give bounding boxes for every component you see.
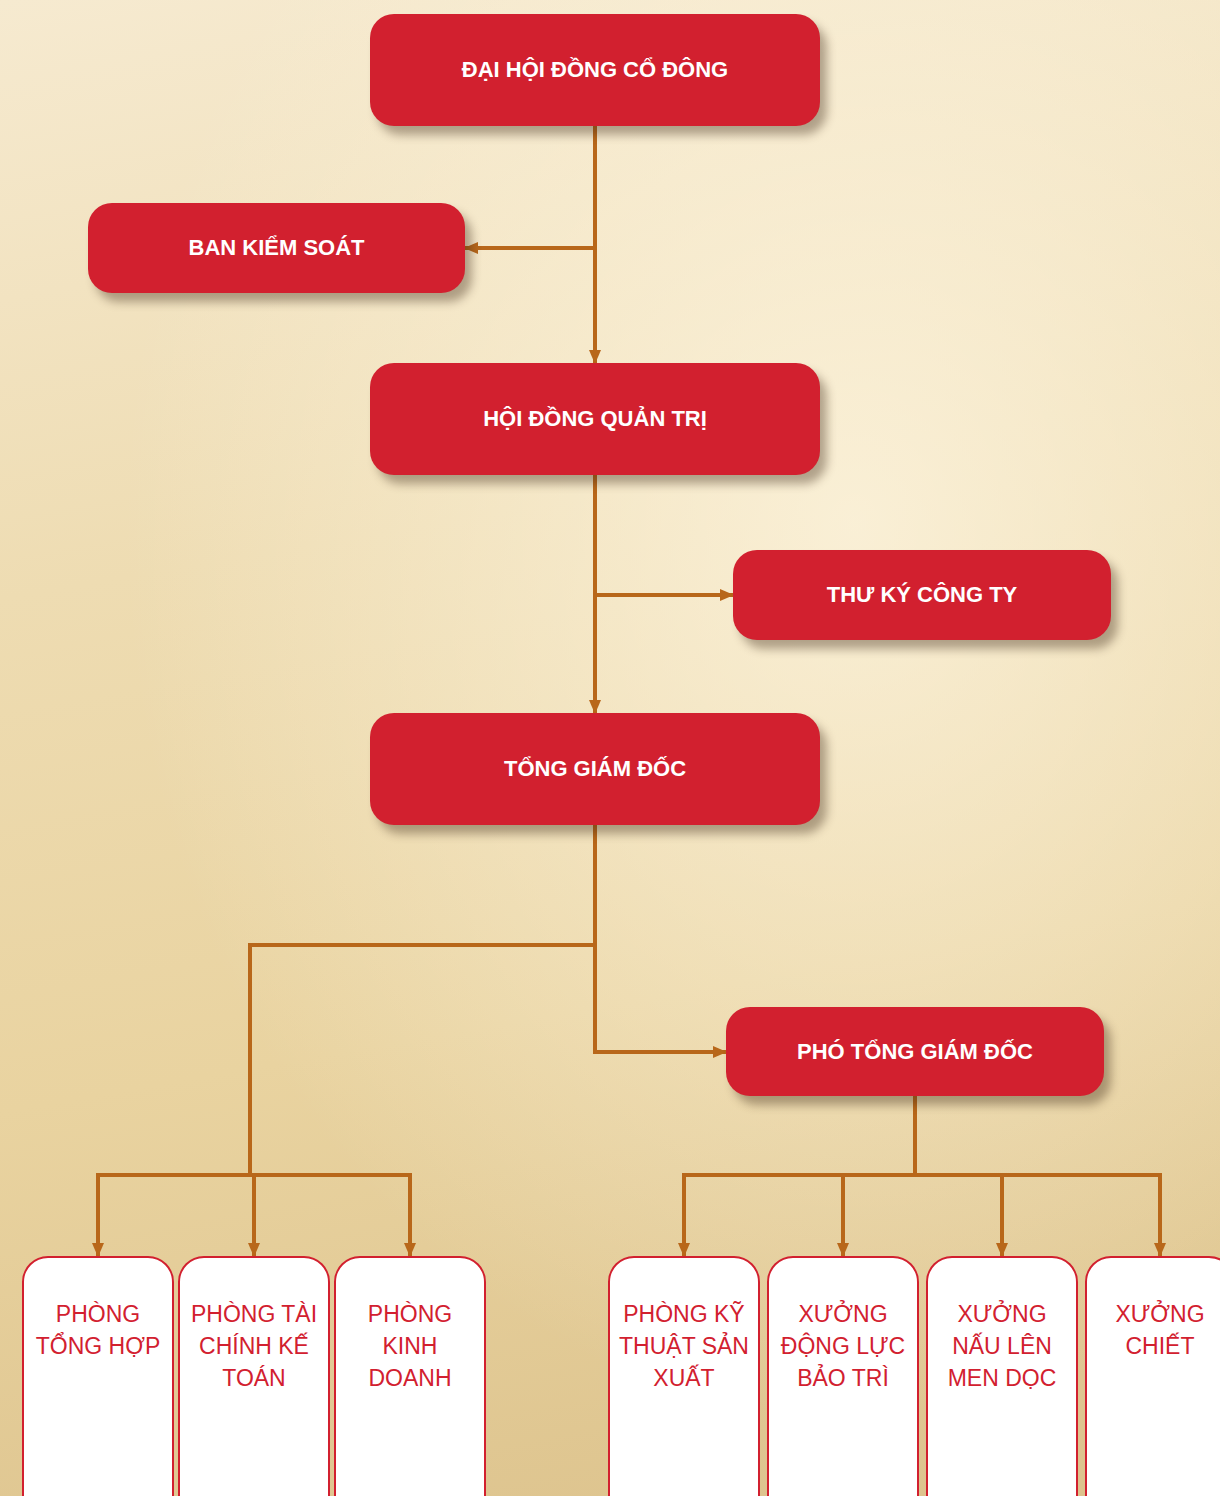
org-box: THƯ KÝ CÔNG TY bbox=[733, 550, 1111, 640]
connector-line bbox=[843, 1096, 915, 1256]
org-box: HỘI ĐỒNG QUẢN TRỊ bbox=[370, 363, 820, 475]
department-box: PHÒNG TÀI CHÍNH KẾ TOÁN bbox=[178, 1256, 330, 1496]
box-label: ĐẠI HỘI ĐỒNG CỔ ĐÔNG bbox=[446, 56, 744, 84]
box-label: PHÒNG TỔNG HỢP bbox=[24, 1298, 172, 1362]
text-group: PHÒNG KỸ THUẬT SẢN XUẤT bbox=[610, 1298, 758, 1394]
text-group: PHÒNG TÀI CHÍNH KẾ TOÁN bbox=[180, 1298, 328, 1394]
connector-line bbox=[593, 126, 597, 363]
connector-line bbox=[98, 825, 595, 1256]
text-group: TỔNG GIÁM ĐỐC bbox=[488, 755, 702, 783]
connector-line bbox=[595, 825, 726, 1052]
connector-line bbox=[593, 475, 597, 713]
connector-line bbox=[684, 1096, 915, 1256]
text-group: THƯ KÝ CÔNG TY bbox=[811, 581, 1034, 609]
department-box: XƯỞNG CHIẾT bbox=[1085, 1256, 1220, 1496]
box-label: XƯỞNG ĐỘNG LỰC BẢO TRÌ bbox=[769, 1298, 917, 1394]
box-label: PHÓ TỔNG GIÁM ĐỐC bbox=[781, 1038, 1049, 1066]
connector-line bbox=[250, 825, 595, 1256]
department-box: PHÒNG KINH DOANH bbox=[334, 1256, 486, 1496]
box-label: PHÒNG KỸ THUẬT SẢN XUẤT bbox=[610, 1298, 758, 1394]
text-group: HỘI ĐỒNG QUẢN TRỊ bbox=[467, 405, 723, 433]
connector-line bbox=[465, 126, 595, 248]
box-label: THƯ KÝ CÔNG TY bbox=[811, 581, 1034, 609]
box-label: HỘI ĐỒNG QUẢN TRỊ bbox=[467, 405, 723, 433]
connector-line bbox=[595, 475, 733, 595]
text-group: PHÒNG TỔNG HỢP bbox=[24, 1298, 172, 1362]
text-group: XƯỞNG NẤU LÊN MEN DỌC bbox=[928, 1298, 1076, 1394]
box-label: BAN KIỂM SOÁT bbox=[173, 234, 381, 262]
box-label: TỔNG GIÁM ĐỐC bbox=[488, 755, 702, 783]
org-box: ĐẠI HỘI ĐỒNG CỔ ĐÔNG bbox=[370, 14, 820, 126]
box-label: PHÒNG KINH DOANH bbox=[336, 1298, 484, 1394]
department-box: XƯỞNG ĐỘNG LỰC BẢO TRÌ bbox=[767, 1256, 919, 1496]
text-group: XƯỞNG CHIẾT bbox=[1087, 1298, 1220, 1362]
org-box: TỔNG GIÁM ĐỐC bbox=[370, 713, 820, 825]
org-box: BAN KIỂM SOÁT bbox=[88, 203, 465, 293]
text-group: BAN KIỂM SOÁT bbox=[173, 234, 381, 262]
connector-line bbox=[915, 1096, 1160, 1256]
department-box: XƯỞNG NẤU LÊN MEN DỌC bbox=[926, 1256, 1078, 1496]
text-group: PHÒNG KINH DOANH bbox=[336, 1298, 484, 1394]
text-group: ĐẠI HỘI ĐỒNG CỔ ĐÔNG bbox=[446, 56, 744, 84]
department-box: PHÒNG TỔNG HỢP bbox=[22, 1256, 174, 1496]
org-box: PHÓ TỔNG GIÁM ĐỐC bbox=[726, 1007, 1104, 1096]
box-label: PHÒNG TÀI CHÍNH KẾ TOÁN bbox=[180, 1298, 328, 1394]
text-group: XƯỞNG ĐỘNG LỰC BẢO TRÌ bbox=[769, 1298, 917, 1394]
department-box: PHÒNG KỸ THUẬT SẢN XUẤT bbox=[608, 1256, 760, 1496]
text-group: PHÓ TỔNG GIÁM ĐỐC bbox=[781, 1038, 1049, 1066]
box-label: XƯỞNG CHIẾT bbox=[1087, 1298, 1220, 1362]
box-label: XƯỞNG NẤU LÊN MEN DỌC bbox=[928, 1298, 1076, 1394]
connector-line bbox=[250, 825, 595, 1256]
